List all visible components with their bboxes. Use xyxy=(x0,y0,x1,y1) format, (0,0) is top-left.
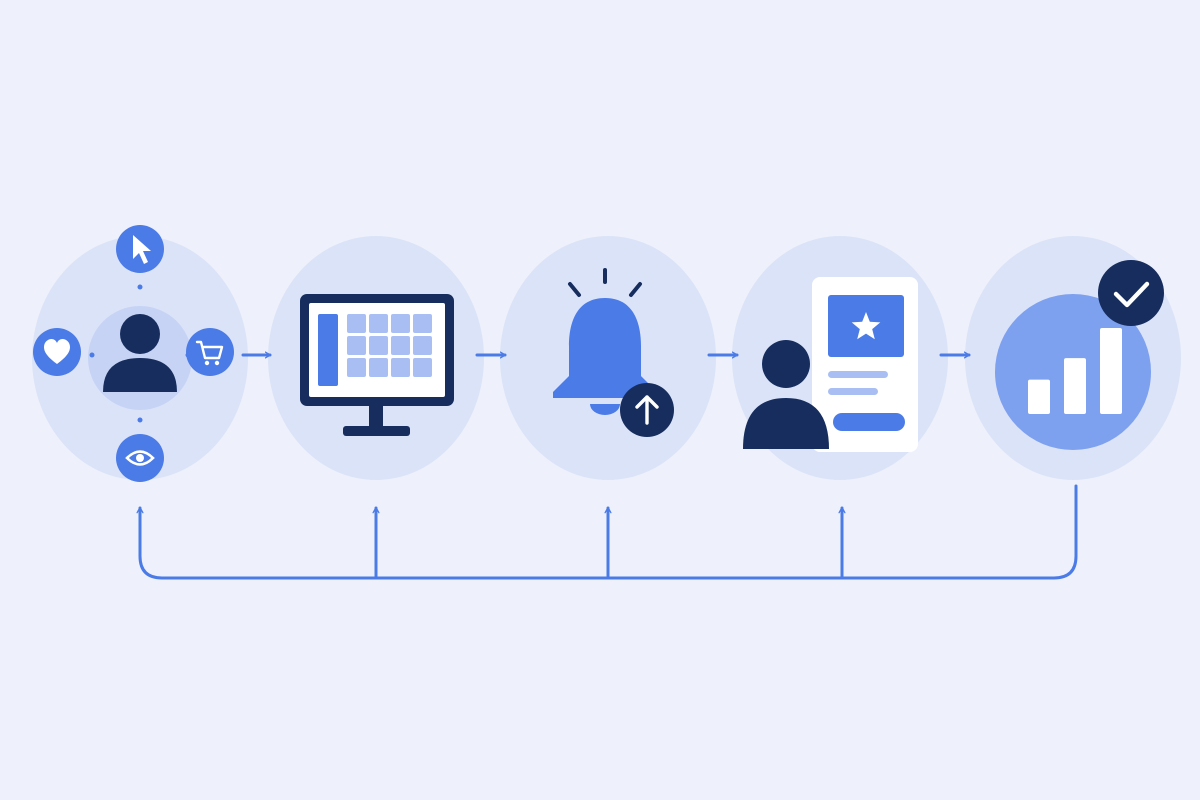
dashboard-tile xyxy=(391,314,410,333)
dashboard-tile xyxy=(347,358,366,377)
dashboard-tile xyxy=(391,358,410,377)
dashboard-tile xyxy=(369,358,388,377)
star-icon xyxy=(851,312,881,340)
card-line-2 xyxy=(828,388,878,395)
card-line-1 xyxy=(828,371,888,378)
heart-icon xyxy=(33,328,81,376)
monitor-dashboard-icon xyxy=(300,294,454,436)
dashboard-tile xyxy=(413,336,432,355)
card-action-pill xyxy=(833,413,905,431)
bell-rays xyxy=(568,268,642,297)
dashboard-grid xyxy=(347,314,432,377)
stage-recommendation xyxy=(743,277,918,452)
stage-dashboard xyxy=(300,294,454,436)
stage-notification xyxy=(553,268,674,437)
dashboard-tile xyxy=(347,314,366,333)
dashboard-tile xyxy=(413,358,432,377)
eye-icon xyxy=(116,434,164,482)
user-icon xyxy=(743,340,829,449)
dashboard-tile xyxy=(413,314,432,333)
cart-icon xyxy=(186,328,234,376)
analytics-bar xyxy=(1100,328,1122,414)
bar-chart-icon xyxy=(1028,328,1122,414)
dashboard-tile xyxy=(347,336,366,355)
dashboard-tile xyxy=(391,336,410,355)
bell-icon xyxy=(553,298,657,415)
cursor-icon xyxy=(116,225,164,273)
stage-user-interactions xyxy=(33,225,234,482)
user-card-icon xyxy=(812,277,918,452)
user-icon xyxy=(103,314,177,392)
stage-analytics xyxy=(995,260,1164,450)
analytics-bar xyxy=(1064,358,1086,414)
dashboard-tile xyxy=(369,336,388,355)
check-icon xyxy=(1098,260,1164,326)
analytics-bar xyxy=(1028,379,1050,414)
dashboard-tile xyxy=(369,314,388,333)
feedback-loop xyxy=(140,484,1078,580)
arrow-up-icon xyxy=(620,383,674,437)
dashboard-sidebar xyxy=(318,314,338,386)
